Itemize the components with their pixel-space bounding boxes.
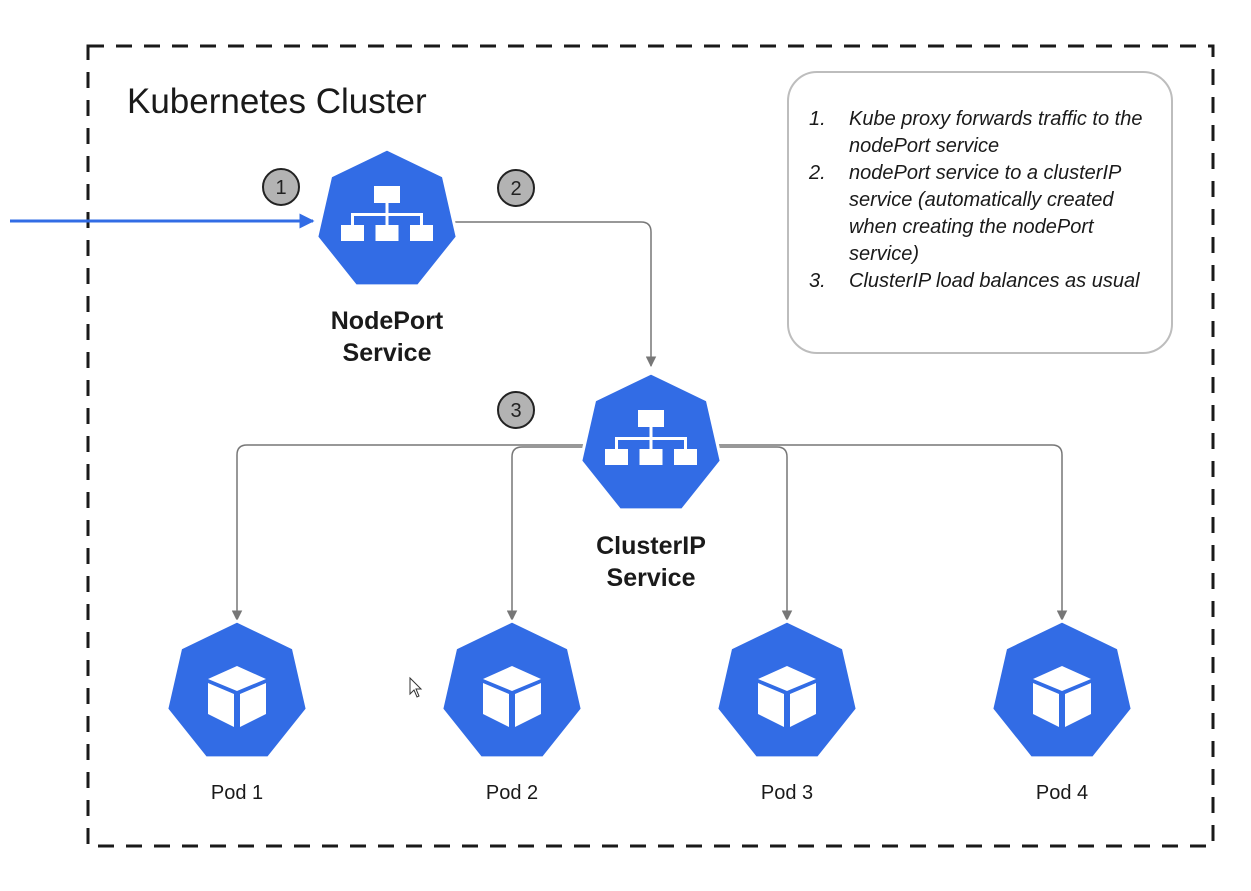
step-number: 3.: [809, 270, 826, 292]
mouse-cursor-icon: [409, 676, 423, 698]
connector-pod-4: [712, 444, 1068, 622]
svg-text:1: 1: [275, 177, 286, 199]
service-hierarchy-icon: [605, 410, 697, 465]
pod-3-icon: [715, 619, 859, 760]
nodeport-to-clusterip-connector: [452, 221, 657, 368]
pod-4-label: Pod 4: [1035, 782, 1089, 804]
step-item: 1. Kube proxy forwards traffic to the no…: [809, 106, 1159, 160]
clusterip-service-label: ClusterIP Service: [576, 530, 726, 594]
cube-icon: [1033, 666, 1091, 727]
pod-1-label: Pod 1: [210, 782, 264, 804]
nodeport-service-label: NodePort Service: [317, 305, 457, 369]
connector-pod-3: [712, 446, 793, 622]
step-item: 3. ClusterIP load balances as usual: [809, 268, 1159, 295]
clusterip-service-icon: [579, 371, 723, 512]
cluster-boundary: [86, 44, 1215, 848]
pod-2-icon: [440, 619, 584, 760]
connector-pod-1: [231, 444, 592, 622]
pod-4-icon: [990, 619, 1134, 760]
cluster-title: Kubernetes Cluster: [127, 82, 427, 121]
service-hierarchy-icon: [341, 186, 433, 241]
svg-text:2: 2: [510, 178, 521, 200]
step-text: Kube proxy forwards traffic to the nodeP…: [849, 108, 1143, 157]
step-badge-3: 3: [497, 391, 535, 429]
cube-icon: [483, 666, 541, 727]
steps-list: 1. Kube proxy forwards traffic to the no…: [809, 106, 1159, 295]
clusterip-label-line1: ClusterIP: [596, 532, 706, 560]
step-text: nodePort service to a clusterIP service …: [849, 162, 1121, 265]
step-badge-2: 2: [497, 169, 535, 207]
pod-2-label: Pod 2: [485, 782, 539, 804]
pod-1-icon: [165, 619, 309, 760]
clusterip-to-pods-connectors: [231, 444, 1068, 622]
pod-3-label: Pod 3: [760, 782, 814, 804]
step-badge-1: 1: [262, 168, 300, 206]
cube-icon: [208, 666, 266, 727]
nodeport-service-icon: [315, 147, 459, 288]
step-number: 2.: [809, 162, 826, 184]
step-text: ClusterIP load balances as usual: [849, 270, 1140, 292]
cube-icon: [758, 666, 816, 727]
step-item: 2. nodePort service to a clusterIP servi…: [809, 160, 1159, 268]
svg-text:3: 3: [510, 400, 521, 422]
steps-notes-box: 1. Kube proxy forwards traffic to the no…: [787, 71, 1173, 354]
nodeport-label-line2: Service: [342, 339, 432, 367]
nodeport-label-line1: NodePort: [330, 307, 444, 335]
clusterip-label-line2: Service: [606, 564, 696, 592]
connector-pod-2: [506, 446, 592, 622]
step-number: 1.: [809, 108, 826, 130]
